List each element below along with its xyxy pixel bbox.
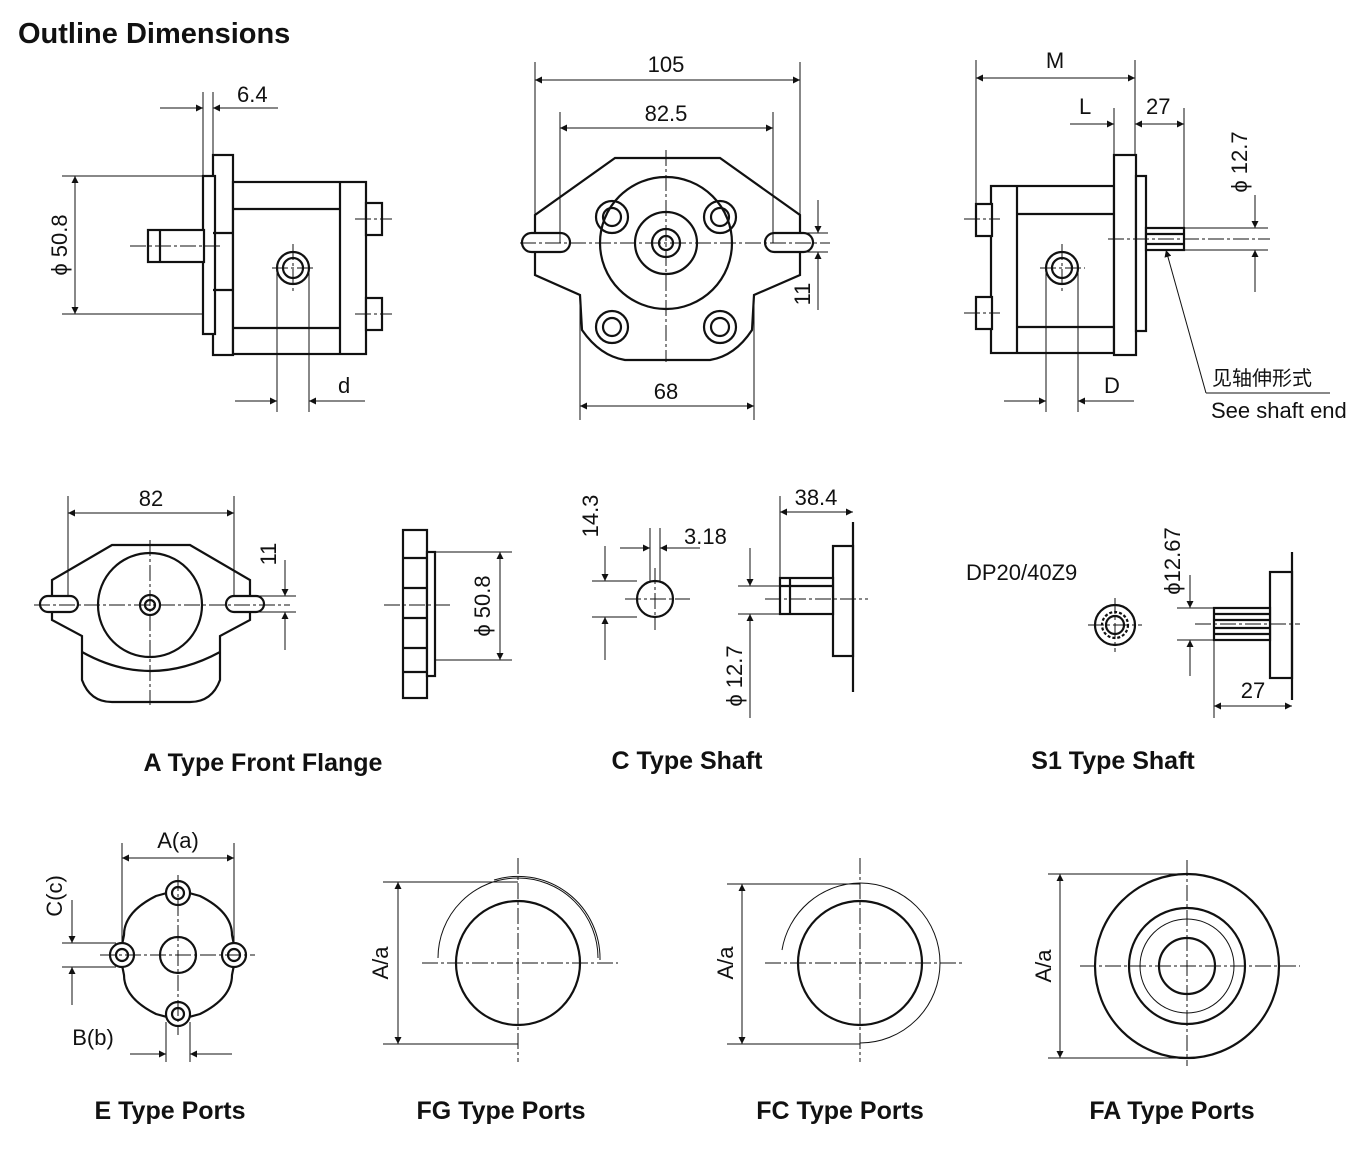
c-type-shaft — [592, 496, 868, 718]
page-title: Outline Dimensions — [18, 18, 290, 50]
fa-type-ports — [1048, 860, 1300, 1066]
caption-fg-type-ports: FG Type Ports — [416, 1097, 585, 1125]
note-see-shaft-end: See shaft end — [1211, 398, 1347, 423]
e-type-ports — [62, 843, 255, 1062]
dim-s1-diameter: ϕ12.67 — [1160, 527, 1185, 594]
dim-fg-a: A/a — [368, 946, 393, 980]
dim-flange-width: 82 — [139, 486, 163, 511]
caption-fa-type-ports: FA Type Ports — [1089, 1097, 1254, 1125]
dim-key-width: 3.18 — [684, 524, 727, 549]
note-chinese: 见轴伸形式 — [1212, 366, 1312, 390]
front-view-center — [520, 62, 830, 420]
caption-a-type-front-flange: A Type Front Flange — [144, 749, 383, 777]
dim-flange-pilot: ϕ 50.8 — [470, 575, 495, 636]
side-view-right — [964, 60, 1330, 412]
dim-spline-spec: DP20/40Z9 — [966, 560, 1077, 585]
dim-flange-slot: 11 — [256, 543, 281, 566]
dim-length-l: L — [1079, 94, 1091, 119]
dim-port-d: d — [338, 373, 350, 398]
a-type-front-flange — [34, 496, 296, 705]
dim-fc-a: A/a — [713, 946, 738, 980]
dim-s1-length: 27 — [1241, 678, 1265, 703]
dim-shaft-length: 27 — [1146, 94, 1170, 119]
dim-e-c: C(c) — [42, 875, 67, 917]
caption-c-type-shaft: C Type Shaft — [612, 747, 764, 775]
dim-length-m: M — [1046, 48, 1064, 73]
dim-body-width: 68 — [654, 379, 678, 404]
dim-c-shaft-length: 38.4 — [795, 485, 838, 510]
dim-key-height: 14.3 — [578, 495, 603, 538]
dim-slot-width: 11 — [790, 283, 815, 306]
s1-type-shaft — [1088, 552, 1300, 718]
dim-e-a: A(a) — [157, 828, 199, 853]
a-type-flange-side-view — [384, 528, 512, 700]
dim-pilot-diameter: ϕ 50.8 — [47, 214, 72, 275]
dim-overall-width: 105 — [648, 52, 685, 77]
dim-mounting-hole-spacing: 82.5 — [645, 101, 688, 126]
fc-type-ports — [727, 858, 962, 1062]
dim-c-shaft-diameter: ϕ 12.7 — [722, 645, 747, 706]
fg-type-ports — [383, 858, 618, 1062]
caption-s1-type-shaft: S1 Type Shaft — [1031, 747, 1195, 775]
dim-port-d-upper: D — [1104, 373, 1120, 398]
caption-fc-type-ports: FC Type Ports — [756, 1097, 924, 1125]
dim-fa-a: A/a — [1031, 949, 1056, 983]
dim-e-b: B(b) — [72, 1025, 114, 1050]
dim-shaft-diameter: ϕ 12.7 — [1227, 131, 1252, 192]
side-view-left — [62, 92, 392, 412]
dim-flange-thickness: 6.4 — [237, 82, 268, 107]
caption-e-type-ports: E Type Ports — [95, 1097, 246, 1125]
